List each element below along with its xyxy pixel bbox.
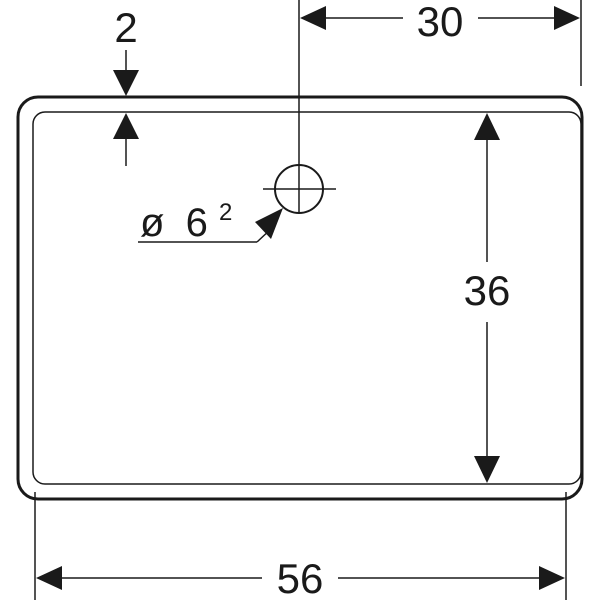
hole-diameter-callout: ø 6 2 — [138, 199, 283, 245]
basin-outer-outline — [16, 95, 584, 501]
tap-hole — [263, 164, 336, 214]
hole-offset-label: 30 — [417, 0, 464, 45]
depth-arrow-top — [474, 113, 500, 140]
hole-diameter-label: ø 6 2 — [140, 199, 232, 245]
diameter-symbol: ø — [140, 201, 164, 245]
rim-arrow-down — [113, 70, 139, 96]
depth-dimension: 36 — [464, 113, 511, 483]
rim-dimension: 2 — [113, 4, 139, 166]
diameter-superscript: 2 — [219, 199, 232, 226]
overall-width-label: 56 — [277, 555, 324, 600]
inner-depth-label: 36 — [464, 267, 511, 314]
offset-arrow-right — [554, 6, 580, 30]
basin-inner-outline — [32, 111, 582, 485]
depth-arrow-bottom — [474, 456, 500, 483]
width-arrow-left — [36, 566, 62, 590]
rim-width-label: 2 — [114, 4, 137, 51]
diameter-leader-arrow — [255, 208, 283, 239]
rim-arrow-up — [113, 113, 139, 139]
width-arrow-right — [539, 566, 565, 590]
width-dimension: 56 — [34, 492, 567, 600]
diameter-value: 6 — [186, 201, 208, 245]
hole-offset-dimension: 30 — [298, 0, 582, 212]
offset-arrow-left — [300, 6, 326, 30]
